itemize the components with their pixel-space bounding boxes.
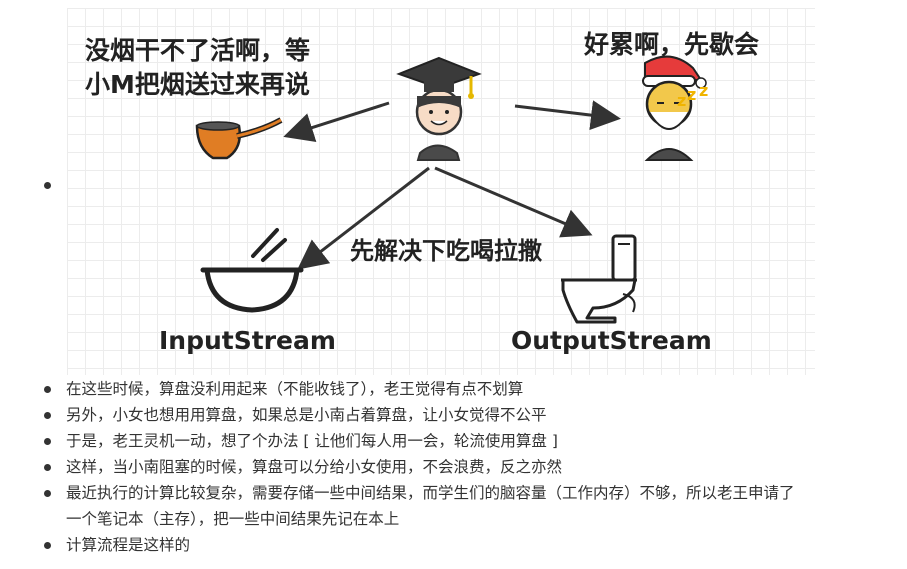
list-item-text: 于是，老王灵机一动，想了个办法 [ 让他们每人用一会，轮流使用算盘 ] bbox=[66, 432, 558, 450]
student-graduate-icon bbox=[396, 56, 482, 161]
list-item: 在这些时候，算盘没利用起来（不能收钱了），老王觉得有点不划算 bbox=[0, 376, 907, 402]
list-item-text: 这样，当小南阻塞的时候，算盘可以分给小女使用，不会浪费，反之亦然 bbox=[66, 458, 563, 476]
list-bullet bbox=[44, 182, 51, 189]
caption-smoke-line1: 没烟干不了活啊，等 bbox=[85, 36, 311, 65]
illustration-figure: z z z 没烟干不了活啊，等 小M把烟送过来再说 好累啊，先歇会 先解决下吃喝… bbox=[67, 8, 815, 375]
label-outputstream: OutputStream bbox=[511, 326, 712, 355]
svg-text:z: z bbox=[677, 91, 686, 110]
arrow-to-bowl bbox=[297, 166, 430, 270]
toilet-icon bbox=[561, 234, 637, 324]
svg-text:z: z bbox=[699, 81, 708, 100]
caption-smoke: 没烟干不了活啊，等 小M把烟送过来再说 bbox=[85, 34, 310, 102]
santa-sleeping-icon: z z z bbox=[642, 55, 708, 161]
arrow-to-toilet bbox=[434, 166, 593, 238]
svg-text:z: z bbox=[687, 85, 696, 104]
arrow-to-santa bbox=[514, 100, 621, 131]
caption-smoke-line2: 小M把烟送过来再说 bbox=[85, 70, 310, 99]
list-item-text: 最近执行的计算比较复杂，需要存储一些中间结果，而学生们的脑容量（工作内存）不够，… bbox=[66, 484, 795, 502]
list-item: 另外，小女也想用用算盘，如果总是小南占着算盘，让小女觉得不公平 bbox=[0, 402, 907, 428]
list-item: 这样，当小南阻塞的时候，算盘可以分给小女使用，不会浪费，反之亦然 bbox=[0, 454, 907, 480]
list-item-text: 另外，小女也想用用算盘，如果总是小南占着算盘，让小女觉得不公平 bbox=[66, 406, 547, 424]
list-item: 于是，老王灵机一动，想了个办法 [ 让他们每人用一会，轮流使用算盘 ] bbox=[0, 428, 907, 454]
list-item: 计算流程是这样的 bbox=[0, 532, 907, 558]
bowl-icon bbox=[200, 228, 304, 313]
list-item: 最近执行的计算比较复杂，需要存储一些中间结果，而学生们的脑容量（工作内存）不够，… bbox=[0, 480, 907, 532]
list-item-text: 计算流程是这样的 bbox=[66, 536, 191, 554]
caption-eat-drink: 先解决下吃喝拉撒 bbox=[350, 237, 542, 265]
label-inputstream: InputStream bbox=[159, 326, 336, 355]
list-item-text: 在这些时候，算盘没利用起来（不能收钱了），老王觉得有点不划算 bbox=[66, 380, 524, 398]
notes-list: 在这些时候，算盘没利用起来（不能收钱了），老王觉得有点不划算 另外，小女也想用用… bbox=[0, 376, 907, 558]
caption-rest: 好累啊，先歇会 bbox=[584, 30, 760, 59]
illustration-canvas: z z z bbox=[195, 55, 708, 324]
pipe-icon bbox=[195, 117, 283, 160]
arrow-to-pipe bbox=[283, 101, 390, 142]
list-item-text: 一个笔记本（主存），把一些中间结果先记在本上 bbox=[66, 510, 400, 528]
